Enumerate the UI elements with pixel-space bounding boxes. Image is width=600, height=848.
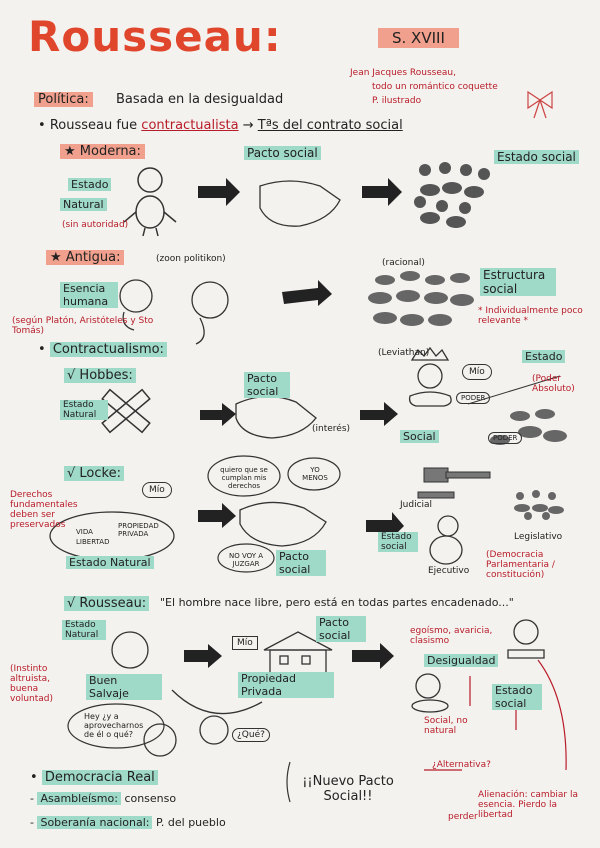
locke-label: √ Locke: [64,466,124,481]
locke-yo-menos: YO MENOS [298,466,332,482]
rousseau-perder: perder [448,812,478,822]
hobbes-interes: (interés) [312,424,350,434]
hobbes-mio-bubble: Mío [462,364,492,380]
rousseau-heading: √ Rousseau: [64,596,149,611]
footer-nuevo-pacto: ¡¡Nuevo Pacto Social!! [300,774,396,804]
locke-no-voy: NO VOY A JUZGAR [226,552,266,568]
rousseau-que: ¿Qué? [232,728,270,742]
antigua-heading: ★ Antigua: [46,250,124,265]
moderna-pacto: Pacto social [244,146,321,160]
moderna-estado: Estado [68,178,111,191]
intro-prefix: Rousseau fue [50,118,137,133]
locke-judicial: Judicial [400,500,432,510]
footer-soberania: - Soberanía nacional: P. del pueblo [30,816,226,829]
rousseau-buen-salvaje: Buen Salvaje [86,674,162,700]
locke-propiedad: PROPIEDAD PRIVADA [118,522,170,538]
rousseau-desigualdad: Desigualdad [424,654,498,667]
locke-legislativo: Legislativo [514,532,562,542]
side-note-2: todo un romántico coquette [372,82,498,92]
hobbes-estado: Estado [522,350,565,363]
contractualismo-label: Contractualismo: [50,342,167,357]
rousseau-pacto: Pacto social [316,616,366,642]
crowd-icon [368,271,474,326]
locke-estado-natural: Estado Natural [66,556,154,569]
gavel-icon [418,468,490,498]
politica-text: Basada en la desigualdad [116,92,283,107]
handshake-icon [236,181,340,546]
hobbes-heading: √ Hobbes: [64,368,136,383]
century-badge: S. XVIII [378,28,459,48]
hobbes-poder-absoluto: (Poder Absoluto) [532,374,596,394]
rousseau-hey: Hey ¿y a aprovecharnos de él o qué? [84,712,154,739]
hobbes-estado-natural: Estado Natural [60,400,108,420]
moderna-natural: Natural [60,198,107,211]
rousseau-egoismo: egoísmo, avaricia, clasismo [410,626,506,646]
side-note-1: Jean Jacques Rousseau, [350,68,456,78]
rousseau-mio-sign: Mío [232,636,258,650]
footer-asambleismo: - Asambleísmo: consenso [30,792,176,805]
crossed-swords-icon [102,390,150,433]
page-title: Rousseau: [28,12,282,61]
intro-arrow: → [243,118,254,133]
hobbes-poder-tag: PODER [456,392,490,404]
hobbes-social: Social [400,430,439,443]
hobbes-pacto: Pacto social [244,372,290,398]
antigua-esencia: Esencia humana [60,282,118,308]
rousseau-alternativa: ¿Alternativa? [432,760,491,770]
rousseau-instinto: (Instinto altruista, buena voluntad) [10,664,80,704]
antigua-racional: (racional) [382,258,425,268]
person-doodle-icon [430,516,462,564]
antigua-zoon: (zoon politikon) [156,254,226,264]
moderna-sin-autoridad: (sin autoridad) [62,220,128,230]
antigua-segun: (según Platón, Aristóteles y Sto Tomás) [12,316,162,336]
moderna-heading: ★ Moderna: [60,144,145,159]
locke-pacto: Pacto social [276,550,326,576]
footer-pueblo: P. del pueblo [156,816,226,829]
locke-heading: √ Locke: [64,466,124,481]
rousseau-social-no-natural: Social, no natural [424,716,484,736]
locke-mio-bubble: Mío [142,482,172,498]
hobbes-poder-tag-2: PODER [488,432,522,444]
footer-democracia-label: Democracia Real [42,770,158,785]
intro-term: contractualista [141,118,238,133]
locke-ejecutivo: Ejecutivo [428,566,469,576]
intro-suffix: Tªs del contrato social [258,118,403,133]
locke-estado-social: Estado social [378,532,418,552]
relation-arrows [424,660,566,770]
rousseau-propiedad: Propiedad Privada [238,672,334,698]
crowd-icon [514,490,564,520]
crowd-icon [414,162,490,228]
politica-label: Política: [34,92,93,107]
locke-libertad: LIBERTAD [76,538,109,546]
hobbes-leviathan: (Leviathan) [378,348,429,358]
locke-derechos: Derechos fundamentales deben ser preserv… [10,490,70,530]
footer-soberania-label: Soberanía nacional: [37,816,152,829]
bow-icon [528,92,552,118]
locke-democracia: (Democracia Parlamentaria / constitución… [486,550,590,580]
contractualismo-heading: • Contractualismo: [38,342,167,357]
locke-quiero: quiero que se cumplan mis derechos [216,466,272,490]
side-note-3: P. ilustrado [372,96,421,106]
rousseau-estado-social: Estado social [492,684,542,710]
rousseau-estado-natural: Estado Natural [62,620,106,640]
rousseau-quote: "El hombre nace libre, pero está en toda… [160,596,514,609]
moderna-estado-social: Estado social [494,150,579,164]
locke-vida: VIDA [76,528,93,536]
brace [287,762,290,802]
antigua-estructura: Estructura social [480,268,556,296]
footer-consenso: consenso [124,792,176,805]
rousseau-label: √ Rousseau: [64,596,149,611]
hobbes-label: √ Hobbes: [64,368,136,383]
rousseau-alienacion: Alienación: cambiar la esencia. Pierdo l… [478,790,582,820]
footer-asambleismo-label: Asambleísmo: [37,792,120,805]
footer-democracia: • Democracia Real [30,770,158,785]
antigua-individual: * Individualmente poco relevante * [478,306,588,326]
person-doodle-icon [124,168,176,236]
intro-line: • Rousseau fue contractualista → Tªs del… [38,118,403,133]
